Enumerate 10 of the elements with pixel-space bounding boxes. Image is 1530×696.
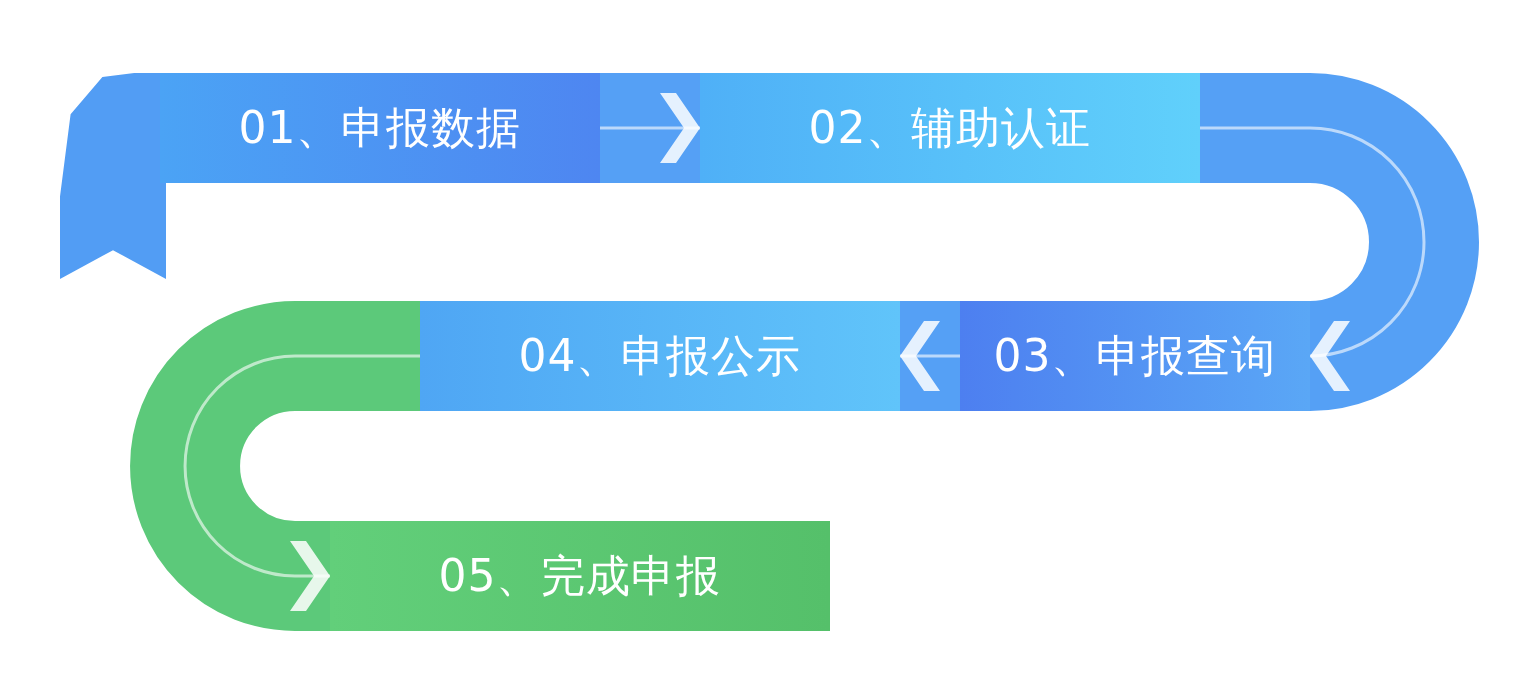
ribbon-step-band xyxy=(420,301,900,411)
step-label: 02、辅助认证 xyxy=(808,100,1092,155)
step-label: 01、申报数据 xyxy=(238,100,522,155)
step-label: 05、完成申报 xyxy=(438,548,722,603)
step-label: 03、申报查询 xyxy=(993,328,1277,383)
ribbon-step-band xyxy=(330,521,830,631)
step-label: 04、申报公示 xyxy=(518,328,802,383)
ribbon-step-band xyxy=(960,301,1310,411)
ribbon-step-band xyxy=(700,73,1200,183)
ribbon-step-band xyxy=(160,73,600,183)
